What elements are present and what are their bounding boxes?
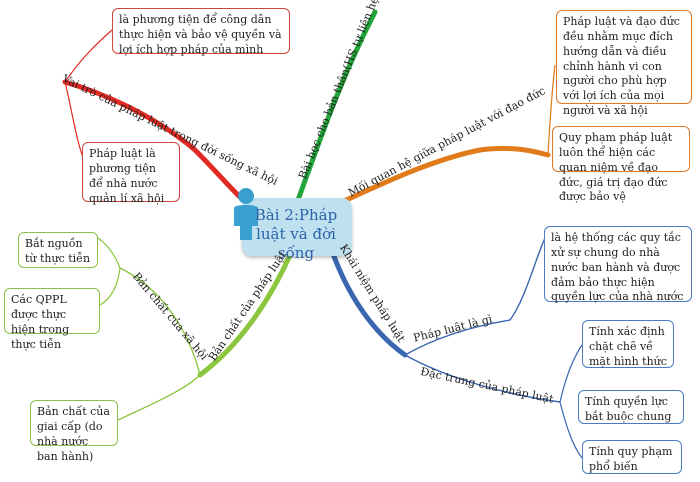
- node-xa-hoi-qppl[interactable]: Các QPPL được thực hiện trong thực tiễn: [4, 288, 100, 351]
- node-text: Bản chất của giai cấp (do nhà nước ban h…: [37, 405, 110, 463]
- branch-bai-hoc-line: [295, 9, 378, 203]
- branch-moi-quan-he-line: [332, 145, 551, 208]
- branch-dac-trung-link-bottom: [559, 401, 583, 459]
- node-text: Các QPPL được thực hiện trong thực tiễn: [11, 293, 70, 351]
- node-vai-tro-cong-dan[interactable]: là phương tiện để công dân thực hiện và …: [112, 8, 290, 56]
- node-moi-quan-he-quan-niem[interactable]: Quy phạm pháp luật luôn thể hiện các qua…: [552, 126, 690, 203]
- node-text: Bắt nguồn từ thực tiễn: [25, 237, 91, 265]
- node-dac-trung-xac-dinh[interactable]: Tính xác định chặt chẽ về mặt hình thức: [582, 320, 674, 368]
- branch-vai-tro-link-bottom: [64, 81, 85, 161]
- branch-xa-hoi-link-bottom: [99, 267, 121, 306]
- node-text: Tính quy phạm phổ biến: [589, 445, 673, 473]
- node-text: là hệ thống các quy tắc xử sự chung do n…: [551, 231, 684, 304]
- branch-vai-tro-line: [62, 79, 251, 208]
- person-icon: [234, 188, 258, 240]
- branch-la-gi-line: [404, 237, 546, 356]
- branch-ban-chat-line: [197, 252, 293, 378]
- node-khai-niem-dinh-nghia[interactable]: là hệ thống các quy tắc xử sự chung do n…: [544, 226, 692, 304]
- node-text: là phương tiện để công dân thực hiện và …: [119, 13, 282, 56]
- central-topic-title: Bài 2:Pháp luật và đời sống: [254, 206, 338, 262]
- branch-giai-cap-line: [117, 374, 201, 421]
- node-moi-quan-he-muc-dich[interactable]: Pháp luật và đạo đức đều nhằm mục đích h…: [556, 10, 692, 117]
- node-text: Tính xác định chặt chẽ về mặt hình thức: [589, 325, 667, 368]
- node-dac-trung-quy-pham[interactable]: Tính quy phạm phổ biến: [582, 440, 682, 474]
- node-text: Pháp luật là phương tiện để nhà nước quả…: [89, 147, 165, 205]
- central-topic-node[interactable]: [242, 198, 352, 256]
- branch-dac-trung-line: [404, 354, 561, 403]
- node-dac-trung-quyen-luc[interactable]: Tính quyền lực bắt buộc chung: [578, 390, 684, 424]
- branch-dac-trung-link-top: [559, 344, 583, 403]
- branch-xa-hoi-line: [119, 267, 201, 376]
- branch-xa-hoi-link-top: [97, 237, 121, 269]
- branch-vai-tro-link-top: [64, 29, 113, 83]
- node-giai-cap[interactable]: Bản chất của giai cấp (do nhà nước ban h…: [30, 400, 118, 463]
- branch-moi-quan-he-link-top: [547, 64, 556, 156]
- node-text: Quy phạm pháp luật luôn thể hiện các qua…: [559, 131, 673, 204]
- node-text: Pháp luật và đạo đức đều nhằm mục đích h…: [563, 15, 680, 118]
- node-xa-hoi-thuc-tien[interactable]: Bắt nguồn từ thực tiễn: [18, 232, 98, 268]
- branch-khai-niem-line: [327, 242, 408, 358]
- node-vai-tro-nha-nuoc[interactable]: Pháp luật là phương tiện để nhà nước quả…: [82, 142, 180, 205]
- node-text: Tính quyền lực bắt buộc chung: [585, 395, 672, 423]
